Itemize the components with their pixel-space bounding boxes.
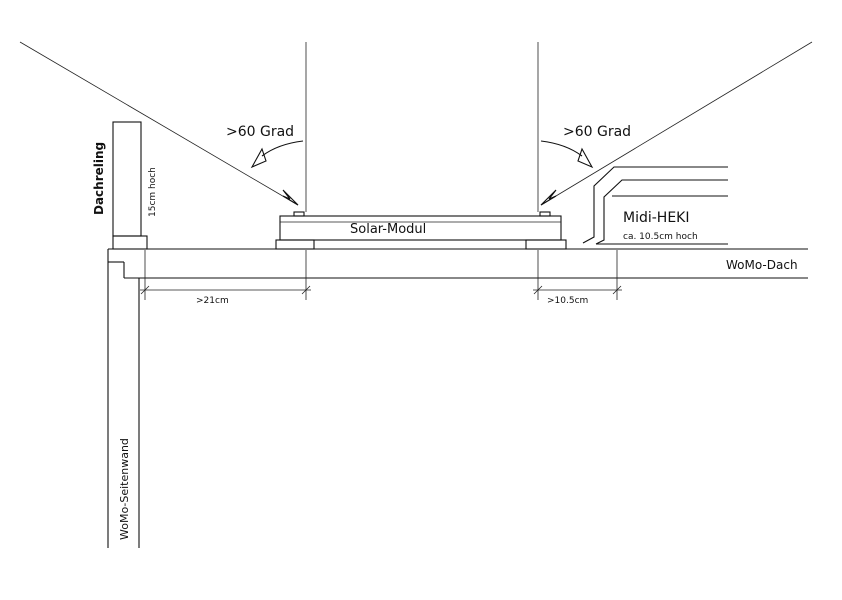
angle-label-left: >60 Grad	[226, 124, 294, 140]
angle-arc-arrow-right	[577, 147, 594, 169]
solar-clamp-right	[539, 211, 551, 217]
womo-side-wall	[107, 249, 140, 548]
sight-arrow-right	[540, 189, 557, 206]
angle-arc-left	[261, 140, 304, 157]
angle-arc-arrow-left	[250, 147, 267, 169]
dim-right-tick-b	[612, 285, 622, 295]
dim-left-tick-b	[301, 285, 311, 295]
womo-seitenwand-label: WoMo-Seitenwand	[118, 438, 131, 540]
solar-module	[275, 211, 567, 250]
dim-right-label: >10.5cm	[547, 296, 588, 306]
midi-heki-outer-contour	[582, 166, 728, 244]
dim-left-tick-a	[140, 285, 150, 295]
solar-clamp-left	[293, 211, 305, 217]
roof-rail-post	[112, 121, 142, 237]
midi-heki-vent	[582, 166, 728, 245]
sight-line-right	[540, 41, 813, 206]
angle-arc-right	[540, 140, 583, 157]
sight-arrow-left	[282, 189, 299, 206]
solar-module-panel	[279, 215, 562, 241]
sight-lines	[19, 41, 813, 212]
angle-arcs	[250, 140, 594, 169]
dim-right-tick-a	[533, 285, 543, 295]
dim-left-label: >21cm	[196, 296, 229, 306]
roof-rail	[112, 121, 148, 250]
midi-heki-label: Midi-HEKI	[623, 210, 689, 226]
midi-heki-inner-contour	[595, 179, 728, 245]
dachreling-height-label: 15cm hoch	[148, 167, 158, 217]
solar-mount-right	[525, 239, 567, 250]
sight-line-left	[19, 41, 299, 206]
angle-label-right: >60 Grad	[563, 124, 631, 140]
dimensions	[140, 250, 622, 300]
dachreling-label: Dachreling	[92, 142, 106, 215]
womo-dach-label: WoMo-Dach	[726, 258, 798, 272]
midi-heki-height-label: ca. 10.5cm hoch	[623, 232, 698, 242]
womo-roof	[108, 248, 808, 279]
solar-mount-left	[275, 239, 315, 250]
roof-rail-foot	[112, 235, 148, 250]
solar-module-label: Solar-Modul	[350, 222, 426, 237]
